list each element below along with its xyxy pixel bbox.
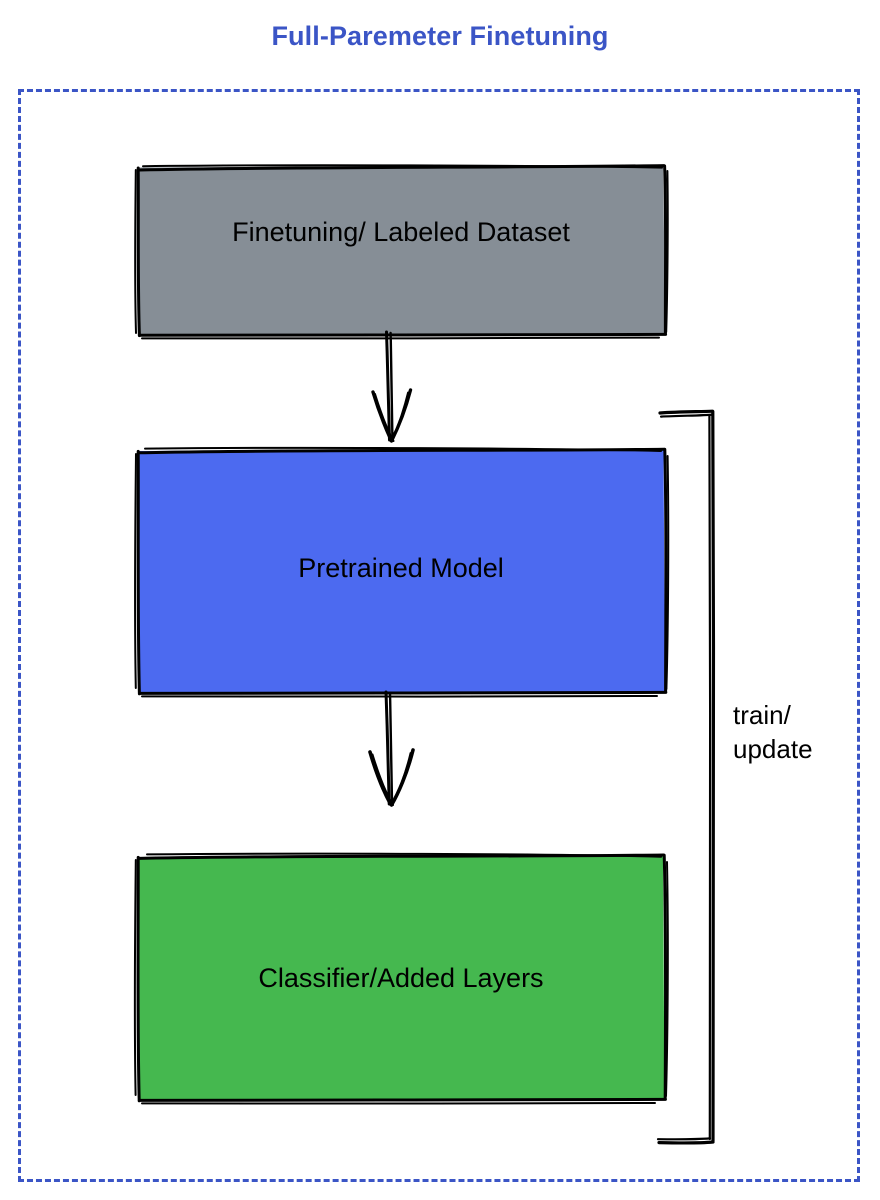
node-classifier[interactable]: Classifier/Added Layers — [133, 852, 669, 1105]
loop-label-train-update: train/ update — [733, 700, 813, 765]
node-classifier-label: Classifier/Added Layers — [258, 963, 544, 993]
node-dataset[interactable]: Finetuning/ Labeled Dataset — [134, 164, 669, 340]
page-title: Full-Paremeter Finetuning — [271, 21, 609, 51]
node-pretrained-label: Pretrained Model — [298, 553, 504, 583]
node-dataset-label: Finetuning/ Labeled Dataset — [232, 217, 570, 247]
node-pretrained[interactable]: Pretrained Model — [134, 446, 670, 698]
dashed-boundary-frame — [18, 89, 860, 1182]
sketchy-rect-shape — [134, 164, 669, 340]
